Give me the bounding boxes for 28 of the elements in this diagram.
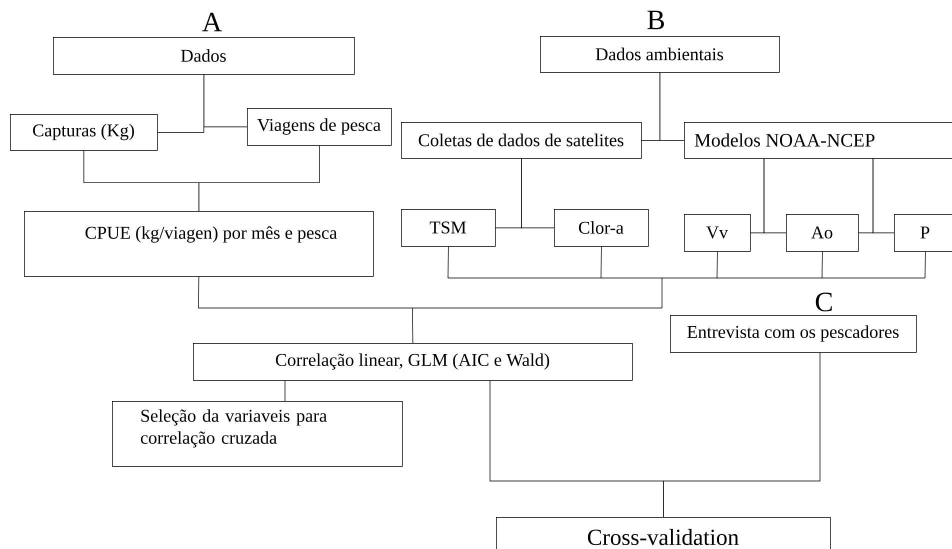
process-box: Capturas (Kg) <box>10 114 158 151</box>
section-letter: B <box>647 10 664 30</box>
process-box: CPUE (kg/viagen) por mês e pesca <box>24 211 374 277</box>
process-box: Entrevista com os pescadores <box>670 315 917 353</box>
section-letter: C <box>816 292 832 312</box>
connector-line <box>660 72 684 141</box>
connector-line <box>872 158 894 234</box>
process-box: Ao <box>786 214 859 252</box>
section-letter: A <box>202 12 222 32</box>
process-box: Clor-a <box>554 209 649 247</box>
process-box: Modelos NOAA-NCEP <box>684 122 952 159</box>
process-box: Dados <box>53 37 355 75</box>
connector-line <box>284 380 286 402</box>
connector-line <box>198 145 320 212</box>
connector-line <box>663 352 820 518</box>
connector-line <box>764 158 786 234</box>
connector-line <box>204 74 248 128</box>
process-box: P <box>894 214 952 252</box>
connector-line <box>198 246 926 344</box>
process-box: Vv <box>684 214 751 252</box>
process-box: Viagens de pesca <box>247 108 392 146</box>
process-box: Seleção da variaveis para correlação cruzada <box>112 401 403 467</box>
process-box: Correlação linear, GLM (AIC e Wald) <box>193 343 633 381</box>
process-box: Cross-validation <box>496 517 831 549</box>
process-box: Coletas de dados de satelites <box>401 122 642 159</box>
connector-line <box>521 158 554 228</box>
process-box: Dados ambientais <box>540 36 780 73</box>
process-box: TSM <box>401 209 496 247</box>
